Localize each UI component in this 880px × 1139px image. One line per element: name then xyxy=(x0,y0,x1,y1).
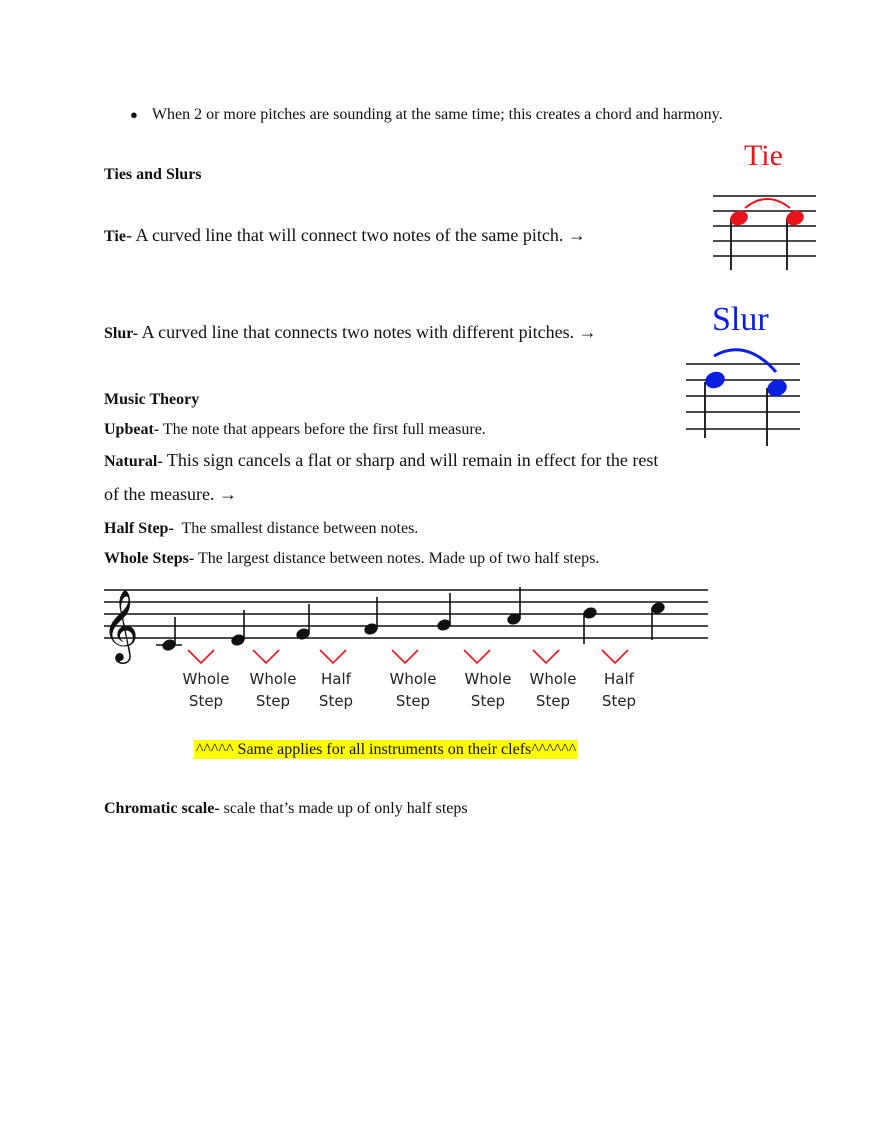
scale-note-d xyxy=(231,634,245,646)
upbeat-text: The note that appears before the first f… xyxy=(159,421,486,438)
step-label-line1: Whole xyxy=(464,670,512,688)
treble-clef-icon: 𝄞 xyxy=(102,588,139,664)
scale-note-g xyxy=(437,619,451,631)
half-step-term: Half Step- xyxy=(104,520,174,537)
tie-figure xyxy=(713,195,816,270)
step-label-line2: Step xyxy=(535,692,571,710)
scale-note-b xyxy=(583,607,597,619)
step-mark-icon xyxy=(532,649,560,665)
step-label: Whole Step xyxy=(453,668,523,712)
slur-text: A curved line that connects two notes wi… xyxy=(138,322,597,342)
whole-steps-text: The largest distance between notes. Made… xyxy=(194,550,600,567)
heading-ties-and-slurs: Ties and Slurs xyxy=(104,166,202,183)
scale-note-c xyxy=(162,639,176,651)
tie-text: - A curved line that will connect two no… xyxy=(125,225,586,245)
step-label: Whole Step xyxy=(171,668,241,712)
heading-music-theory: Music Theory xyxy=(104,391,200,408)
scale-note-c-high xyxy=(651,602,665,614)
whole-steps-term: Whole Steps- xyxy=(104,550,195,567)
step-label: Half Step xyxy=(301,668,371,712)
bullet-text: When 2 or more pitches are sounding at t… xyxy=(151,106,723,123)
natural-text-line1: This sign cancels a flat or sharp and wi… xyxy=(162,450,659,470)
scale-staff-lines xyxy=(104,589,708,639)
step-mark-icon xyxy=(252,649,280,665)
step-label-line2: Step xyxy=(318,692,354,710)
step-label: Whole Step xyxy=(378,668,448,712)
tie-curve xyxy=(744,198,791,209)
slur-term: Slur- xyxy=(104,325,139,342)
step-label: Half Step xyxy=(584,668,654,712)
slur-note-head xyxy=(705,371,725,389)
half-step-text: The smallest distance between notes. xyxy=(173,520,419,537)
slur-definition: Slur- A curved line that connects two no… xyxy=(104,322,597,344)
natural-term: Natural- xyxy=(104,453,163,470)
half-step-definition: Half Step- The smallest distance between… xyxy=(104,519,418,539)
step-mark-icon xyxy=(601,649,629,665)
clef-note: ^^^^^ Same applies for all instruments o… xyxy=(194,740,579,760)
upbeat-term: Upbeat- xyxy=(104,421,160,438)
step-label-line1: Whole xyxy=(529,670,577,688)
clef-note-highlight: ^^^^^ Same applies for all instruments o… xyxy=(194,740,579,759)
upbeat-definition: Upbeat- The note that appears before the… xyxy=(104,420,486,440)
chromatic-definition: Chromatic scale- scale that’s made up of… xyxy=(104,799,468,819)
slur-curve xyxy=(713,348,778,373)
step-label-line2: Step xyxy=(188,692,224,710)
tie-note-head xyxy=(730,210,748,226)
slur-staff-lines xyxy=(686,363,800,430)
step-label: Whole Step xyxy=(238,668,308,712)
step-label-line2: Step xyxy=(601,692,637,710)
step-label-line1: Half xyxy=(321,670,351,688)
step-label-line2: Step xyxy=(470,692,506,710)
step-label-line1: Whole xyxy=(389,670,437,688)
step-mark-icon xyxy=(391,649,419,665)
step-label: Whole Step xyxy=(518,668,588,712)
step-label-line1: Whole xyxy=(249,670,297,688)
slur-figure-label: Slur xyxy=(712,301,769,338)
tie-figure-label: Tie xyxy=(744,139,783,172)
bullet-symbol: ● xyxy=(130,107,138,122)
tie-term: Tie xyxy=(104,228,126,245)
slur-note-head xyxy=(767,379,787,397)
natural-definition: Natural- This sign cancels a flat or sha… xyxy=(104,450,658,472)
chromatic-term: Chromatic scale- xyxy=(104,800,220,817)
tie-note-head xyxy=(786,210,804,226)
bullet-item: ● When 2 or more pitches are sounding at… xyxy=(130,105,723,125)
step-label-line2: Step xyxy=(395,692,431,710)
scale-note-f xyxy=(364,623,378,635)
step-mark-icon xyxy=(187,649,215,665)
tie-definition: Tie- A curved line that will connect two… xyxy=(104,225,586,247)
scale-staff-figure: 𝄞 xyxy=(102,587,708,665)
step-mark-icon xyxy=(319,649,347,665)
natural-text-line2: of the measure. → xyxy=(104,484,237,504)
tie-staff-lines xyxy=(713,195,816,257)
step-mark-icon xyxy=(463,649,491,665)
step-label-line1: Half xyxy=(604,670,634,688)
step-label-line1: Whole xyxy=(182,670,230,688)
step-label-line2: Step xyxy=(255,692,291,710)
slur-figure xyxy=(686,348,800,446)
whole-steps-definition: Whole Steps- The largest distance betwee… xyxy=(104,549,599,569)
chromatic-text: scale that’s made up of only half steps xyxy=(219,800,468,817)
